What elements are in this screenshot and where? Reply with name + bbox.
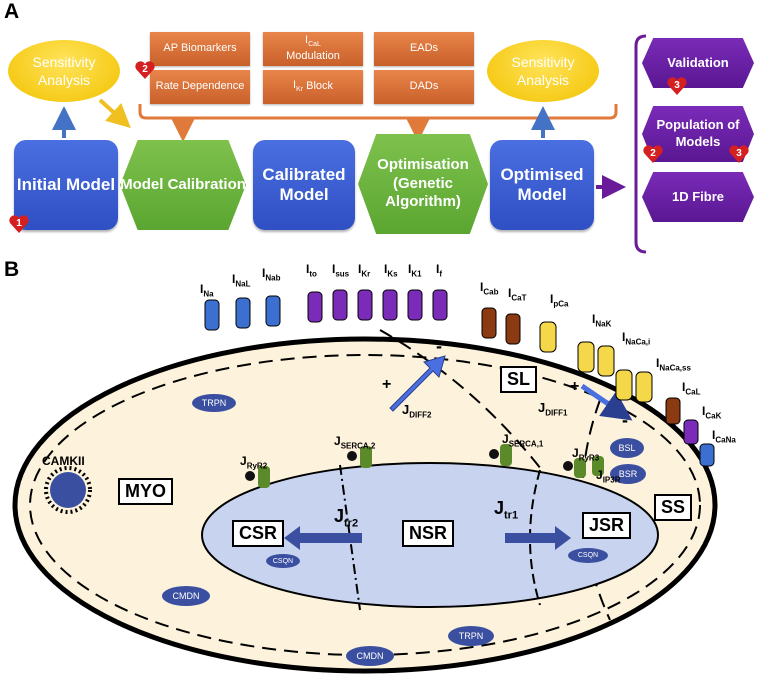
jserca1-label: JSERCA,1	[502, 432, 544, 449]
csqn-buffer-2: CSQN	[568, 548, 608, 563]
ical-symbol: ICaL	[305, 34, 321, 49]
ap-biomarkers-box: AP Biomarkers	[150, 32, 250, 66]
ikr-block-label: Block	[306, 80, 334, 93]
current-inal: INaL	[232, 272, 251, 289]
plus-sign-1: +	[382, 376, 392, 393]
jserca2-label: JSERCA,2	[334, 434, 376, 451]
optimised-model-box: Optimised Model	[490, 140, 594, 230]
trpn-buffer-2: TRPN	[448, 626, 494, 646]
current-icab: ICab	[480, 280, 499, 297]
sl-label: SL	[500, 366, 538, 393]
heart-label: 1	[16, 218, 22, 229]
heart-label: 2	[142, 64, 148, 75]
dads-box: DADs	[374, 70, 474, 104]
myo-label: MYO	[118, 478, 174, 505]
trpn-buffer: TRPN	[192, 394, 236, 412]
camkii-label: CAMKII	[42, 454, 85, 468]
sensitivity-analysis-1: Sensitivity Analysis	[8, 40, 120, 102]
ss-label: SS	[654, 494, 693, 521]
minus-sign-2: -	[622, 410, 628, 430]
initial-model-box: Initial Model	[14, 140, 118, 230]
current-inacass: INaCa,ss	[656, 356, 691, 373]
ss-boundary	[29, 354, 701, 656]
csr-label: CSR	[232, 520, 285, 547]
current-ikr: IKr	[358, 262, 371, 279]
jip3r-label: JIP3R	[596, 468, 621, 485]
heart-icon-3: 3	[666, 76, 688, 96]
rate-dependence-box: Rate Dependence	[150, 70, 250, 104]
plus-sign-2: +	[570, 378, 580, 395]
heart-icon-4: 2	[642, 144, 664, 164]
workflow-connectors	[52, 34, 647, 254]
nsr-label: NSR	[402, 520, 455, 547]
cmdn-buffer: CMDN	[162, 586, 210, 606]
current-icana: ICaNa	[712, 428, 736, 445]
current-ical: ICaL	[682, 380, 701, 397]
fibre-hex: 1D Fibre	[642, 172, 754, 222]
ikr-block-box: IKr Block	[263, 70, 363, 104]
jtr1-label: Jtr1	[494, 498, 519, 522]
validation-hex: Validation	[642, 38, 754, 88]
heart-icon-5: 3	[728, 144, 750, 164]
heart-label: 2	[650, 148, 656, 159]
heart-label: 3	[674, 80, 680, 91]
current-ik1: IK1	[408, 262, 422, 279]
current-icat: ICaT	[508, 286, 527, 303]
jdiff1-arrow	[580, 383, 633, 421]
current-ipca: IpCa	[550, 292, 569, 309]
eads-box: EADs	[374, 32, 474, 66]
population-models-hex: Population of Models	[642, 106, 754, 162]
current-icak: ICaK	[702, 404, 722, 421]
jsr-label: JSR	[582, 512, 632, 539]
current-if: If	[436, 262, 443, 279]
heart-icon-2: 2	[134, 60, 156, 80]
jryr2-label: JRyR2	[240, 454, 268, 471]
current-inacai: INaCa,i	[622, 330, 651, 347]
jtr2-arrow	[284, 526, 362, 550]
jdiff2-label: JDIFF2	[402, 402, 432, 420]
csqn-buffer: CSQN	[266, 554, 300, 568]
jtr1-arrow	[505, 526, 571, 550]
current-ito: Ito	[306, 262, 317, 279]
current-inab: INab	[262, 266, 281, 283]
bsr-buffer: BSR	[610, 464, 646, 484]
calibrated-model-box: Calibrated Model	[253, 140, 355, 230]
minus-sign-1: -	[436, 336, 442, 356]
ion-channel-icons	[204, 289, 715, 467]
ical-modulation-label: Modulation	[286, 50, 340, 63]
current-ina: INa	[200, 282, 214, 299]
panel-b-label: B	[4, 258, 20, 281]
camkii-icon	[44, 466, 92, 514]
heart-icon-1: 1	[8, 214, 30, 234]
jdiff1-label: JDIFF1	[538, 400, 568, 418]
ikr-symbol: IKr	[292, 79, 304, 94]
sr-channel-icons	[245, 444, 604, 488]
model-calibration-hex: Model Calibration	[120, 140, 246, 230]
jtr2-label: Jtr2	[334, 506, 359, 530]
optimisation-hex: Optimisation (Genetic Algorithm)	[358, 134, 488, 234]
cmdn-buffer-2: CMDN	[346, 646, 394, 666]
panel-a-label: A	[4, 0, 20, 23]
heart-label: 3	[736, 148, 742, 159]
ical-modulation-box: ICaL Modulation	[263, 32, 363, 66]
bsl-buffer: BSL	[610, 438, 644, 458]
sensitivity-analysis-2: Sensitivity Analysis	[487, 40, 599, 102]
jdiff2-arrow	[389, 355, 446, 412]
current-iks: IKs	[384, 262, 398, 279]
current-inak: INaK	[592, 312, 612, 329]
jryr3-label: JRyR3	[572, 446, 600, 463]
current-isus: Isus	[332, 262, 350, 279]
